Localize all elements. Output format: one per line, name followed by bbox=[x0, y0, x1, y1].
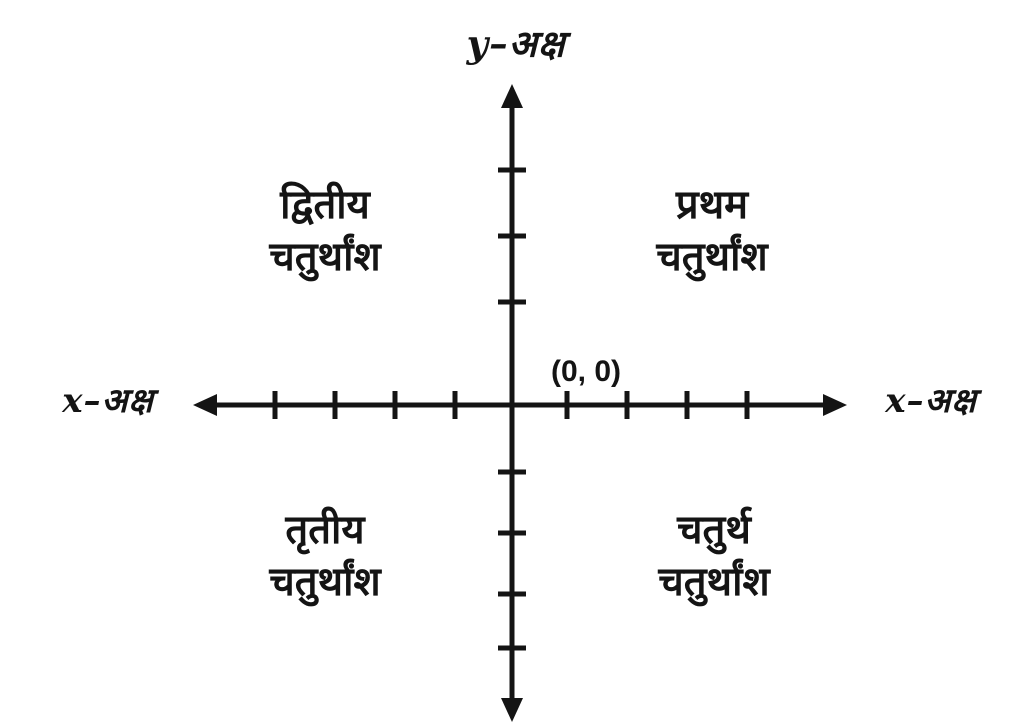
quadrant-1-line2: चतुर्थांश bbox=[656, 235, 768, 279]
arrowhead-up-icon bbox=[501, 84, 523, 108]
y-axis-label: y–अक्ष bbox=[466, 21, 566, 66]
x-axis-label-right: x–अक्ष bbox=[885, 381, 977, 421]
quadrant-3-label: तृतीय चतुर्थांश bbox=[269, 504, 380, 608]
quadrant-1-label: प्रथम चतुर्थांश bbox=[656, 179, 767, 283]
arrowhead-right-icon bbox=[823, 394, 847, 416]
quadrant-4-line2: चतुर्थांश bbox=[658, 560, 770, 604]
quadrant-4-label: चतुर्थ चतुर्थांश bbox=[658, 504, 769, 608]
origin-label: (0, 0) bbox=[550, 355, 622, 388]
quadrant-2-line2: चतुर्थांश bbox=[269, 235, 381, 279]
x-axis-label-left: x–अक्ष bbox=[62, 381, 154, 421]
arrowhead-left-icon bbox=[193, 394, 217, 416]
quadrant-3-line1: तृतीय bbox=[285, 508, 365, 552]
quadrant-3-line2: चतुर्थांश bbox=[269, 560, 381, 604]
quadrant-1-line1: प्रथम bbox=[675, 183, 749, 227]
quadrant-2-line1: द्वितीय bbox=[280, 183, 370, 227]
arrowhead-down-icon bbox=[501, 698, 523, 722]
quadrant-2-label: द्वितीय चतुर्थांश bbox=[269, 179, 380, 283]
quadrant-4-line1: चतुर्थ bbox=[677, 508, 751, 552]
